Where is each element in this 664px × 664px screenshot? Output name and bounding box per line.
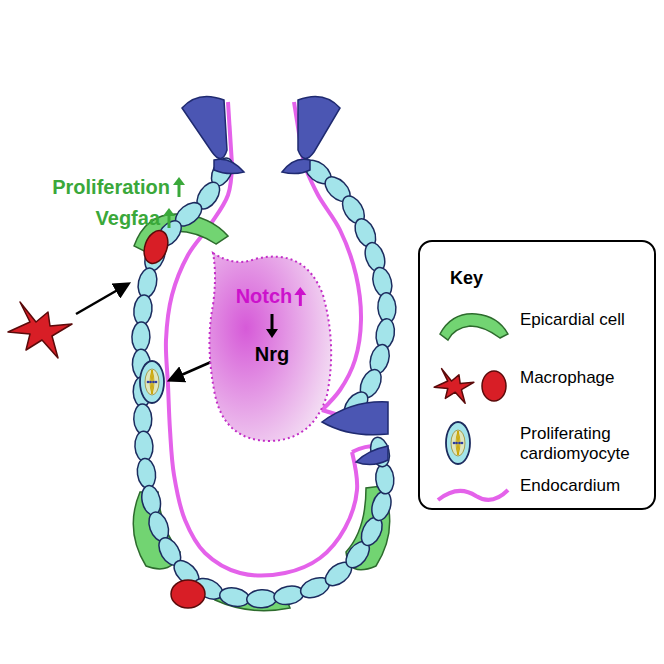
macrophage — [140, 227, 172, 266]
legend-swatch — [424, 470, 514, 520]
endocardium-icon — [438, 490, 508, 500]
spindle — [145, 369, 159, 395]
valve — [322, 402, 388, 435]
chromosome — [155, 381, 158, 384]
legend-swatch — [424, 362, 514, 412]
macrophage — [171, 580, 205, 608]
macrophage-star — [8, 302, 72, 358]
spindle-fiber — [150, 370, 152, 394]
valve — [298, 96, 340, 158]
migration-arrow — [76, 284, 128, 314]
effect-label: Proliferation — [52, 176, 170, 199]
cardiomyocyte — [132, 294, 153, 326]
spindle — [451, 430, 465, 456]
macrophage-star — [434, 369, 474, 404]
cell-body — [446, 422, 470, 464]
chromosome — [149, 381, 152, 384]
chromosome — [152, 381, 155, 384]
gene-label: Vegfaa — [96, 207, 160, 230]
cell-body — [140, 361, 164, 403]
chromosome — [453, 442, 456, 445]
chromosome — [461, 442, 464, 445]
epicardial-icon — [440, 314, 508, 340]
cardiomyocyte — [375, 463, 395, 494]
macrophage-icon — [482, 371, 506, 401]
cardiomyocyte — [218, 585, 251, 608]
key-heading: Key — [450, 268, 483, 289]
proliferating-cardiomyocyte — [446, 422, 470, 464]
signaling-region: NotchNrg — [205, 245, 335, 445]
increase-arrowhead — [173, 177, 185, 185]
spindle-fiber — [152, 370, 154, 394]
proliferating-cardiomyocyte — [140, 361, 164, 403]
legend-text: Epicardial cell — [520, 310, 648, 330]
legend-text: Proliferating cardiomyocyte — [520, 424, 648, 465]
valve — [282, 159, 310, 173]
cardiomyocyte — [131, 322, 150, 353]
cardiomyocyte — [139, 484, 163, 517]
legend-swatch — [424, 418, 514, 468]
increase-arrowhead — [294, 287, 306, 295]
increase-arrow — [178, 183, 181, 197]
cardiomyocyte — [135, 457, 157, 489]
endocardium-line — [228, 102, 232, 165]
increase-arrowhead — [163, 208, 175, 216]
legend-text: Endocardium — [520, 476, 648, 496]
signal-arrowhead — [266, 329, 278, 338]
chromosome — [458, 442, 461, 445]
legend-swatch — [424, 304, 514, 354]
spindle-fiber — [458, 431, 460, 455]
ligand-name: Nrg — [255, 343, 289, 366]
cardiomyocyte — [136, 266, 160, 299]
signal-arrow — [170, 362, 211, 380]
key-box: KeyEpicardial cellMacrophageProliferatin… — [418, 240, 656, 510]
spindle-fiber — [456, 431, 458, 455]
cardiomyocyte — [369, 489, 394, 523]
chromosome — [147, 381, 150, 384]
region-shape — [209, 253, 331, 441]
valve — [214, 159, 244, 173]
signal-arrow — [271, 314, 274, 331]
chromosome — [455, 442, 458, 445]
valve — [182, 96, 227, 158]
cardiomyocyte — [133, 404, 152, 435]
increase-arrow — [168, 214, 171, 228]
legend-text: Macrophage — [520, 368, 648, 388]
cardiomyocyte — [246, 589, 277, 609]
valve — [356, 446, 388, 465]
cardiomyocyte — [134, 431, 154, 462]
pathway-name: Notch — [236, 285, 293, 308]
cardiomyocyte — [272, 584, 305, 608]
